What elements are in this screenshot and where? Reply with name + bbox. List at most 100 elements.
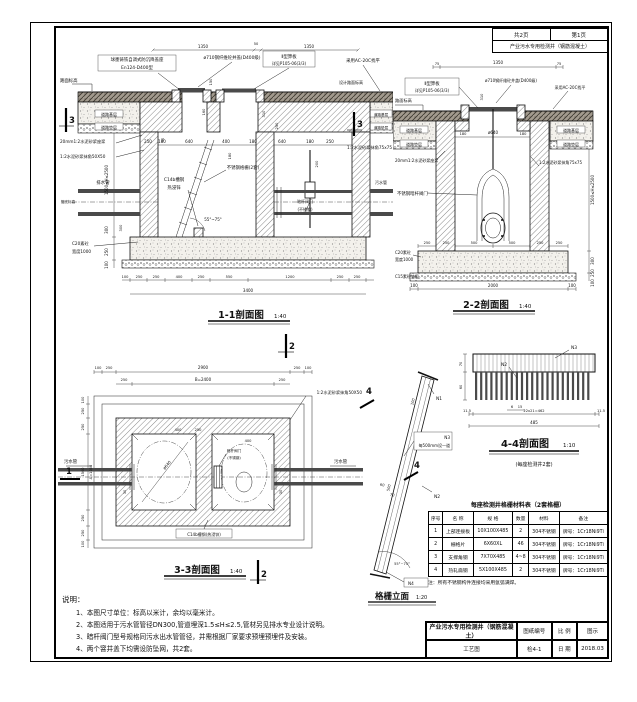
section-marker-4-upper: 4 xyxy=(359,387,375,409)
dim: 250 xyxy=(424,241,432,245)
dim: 310 xyxy=(480,93,484,101)
dim: 15 xyxy=(518,405,523,409)
dim: 1350 xyxy=(493,60,504,65)
section-marker-3-right: 3 xyxy=(347,112,363,136)
dim: 11.5 xyxy=(597,409,605,413)
dim: 100 xyxy=(590,279,595,287)
sheet-border-outer xyxy=(30,22,612,662)
dim: 400 xyxy=(222,139,230,144)
label-road-level: 路面标高 xyxy=(60,77,78,84)
title-block-drawing-no-label: 图纸编号 xyxy=(517,622,552,640)
table-header-row: 序号 名 称 规 格 数量 材料 备注 xyxy=(427,511,609,525)
dim: 50 xyxy=(254,42,259,46)
label-channel-steel: C14b槽钢 xyxy=(164,176,185,183)
cell: 304不锈钢 xyxy=(528,524,560,538)
well-walls xyxy=(435,120,550,252)
dim: 550 xyxy=(226,275,234,279)
dim: 75 xyxy=(557,62,562,66)
label-valve: 暗杆阀门 xyxy=(297,198,313,204)
label-road-cushion: 道路垫层 xyxy=(101,124,117,130)
grille-elevation-title: 格栅立面 xyxy=(375,591,410,602)
label-sewage-pipe-right: 污水管 xyxy=(334,458,348,465)
dim: 250 xyxy=(136,275,144,279)
title-block-drawing-no: 检4-1 xyxy=(517,640,552,658)
stainless-grille xyxy=(175,139,215,238)
dim: 250 xyxy=(443,241,451,245)
label-n1: N1 xyxy=(436,396,442,402)
dim: 70 xyxy=(390,493,396,498)
dim: 30 xyxy=(161,137,165,142)
marker-number: 3 xyxy=(357,120,363,130)
dim: 2000 xyxy=(488,283,499,288)
label-angle: 55°~75° xyxy=(394,562,410,566)
dim: 300 xyxy=(104,226,109,234)
label-manhole-cover: ø710钢纤维砼井盖(D400级) xyxy=(204,54,261,61)
dim: 485 xyxy=(530,420,538,425)
label-cover-seat-type: En124-D400型 xyxy=(121,64,153,71)
dim: 250 xyxy=(198,275,206,279)
grille-elevation-drawing: 4 4 N1 N2 N3 每500mm设一道 N4 55°~75° 100 50… xyxy=(359,371,453,606)
dim: 310 xyxy=(262,110,266,118)
dim: 400 xyxy=(245,439,253,443)
dim: 180 xyxy=(158,139,166,144)
dim: 2900 xyxy=(198,365,209,370)
section-3-3-scale: 1:40 xyxy=(230,569,243,575)
cell: 4 xyxy=(427,563,444,577)
dim: 70 xyxy=(459,361,463,366)
label-mortar-corner-50: 1:2水泥砂浆抹角50X50 xyxy=(60,153,106,160)
base-slab xyxy=(121,236,375,269)
dim: 100 xyxy=(81,540,85,548)
marker-number: 1 xyxy=(66,467,72,477)
section-2-2-drawing: 75 1350 75 Ⅱ型箅板 详见P105-06(3/3) ø710钢纤维砼井… xyxy=(393,60,595,315)
title-block-date: 2018.03 xyxy=(577,640,608,658)
sheet-header: 共2页 第1页 产业污水专用检测井（钢筋混凝土） xyxy=(492,28,608,53)
label-drain-pipe: 排水管 xyxy=(96,179,110,186)
valve-assembly xyxy=(476,109,510,244)
cell: 6X60XL xyxy=(472,537,514,551)
table-row: 2 栅格片 6X60XL 46 304不锈钢 牌号：1Cr18Ni9Ti xyxy=(427,537,609,551)
dim: 1500≤H≤2500 xyxy=(590,175,595,206)
materials-table: 序号 名 称 规 格 数量 材料 备注 1 上部连接板 10X100X485 2… xyxy=(427,511,609,577)
dim: 100 xyxy=(305,366,313,370)
col-header: 序号 xyxy=(427,511,444,525)
label-mortar-corner-75: 1:2水泥砂浆抹角75x75 xyxy=(539,159,582,165)
title-block-date-label: 日 期 xyxy=(551,640,578,658)
angle-arc xyxy=(377,551,411,569)
label-n3: N3 xyxy=(444,435,450,440)
dim: 250 xyxy=(590,269,595,277)
dim: 250 xyxy=(275,122,279,130)
table-row: 1 上部连接板 10X100X485 2 304不锈钢 牌号：1Cr18Ni9T… xyxy=(427,524,609,538)
title-block-scale-label: 比 例 xyxy=(551,622,578,640)
cell: 3 xyxy=(427,550,444,564)
dim: 250 xyxy=(279,378,287,382)
label-grate-ref: 详见P105-06(3/3) xyxy=(272,60,307,66)
label-n2: N2 xyxy=(501,362,507,368)
cell: 4~8 xyxy=(512,550,530,564)
label-n4: N4 xyxy=(408,581,414,586)
dim: 250 xyxy=(106,366,114,370)
cell: 支撑角钢 xyxy=(442,550,474,564)
section-3-3-title: 3-3剖面图 xyxy=(174,564,220,576)
section-1-1-title: 1-1剖面图 xyxy=(218,309,264,321)
dim: 200 xyxy=(315,160,319,168)
dim: 1350 xyxy=(304,44,315,49)
leader-lines xyxy=(395,77,569,278)
well-walls xyxy=(139,101,371,238)
leader-lines xyxy=(72,50,381,247)
dim: 100 xyxy=(122,275,130,279)
figure-title: 1-1剖面图 1:40 xyxy=(208,309,290,325)
label-sewage-pipe-left: 污水管 xyxy=(64,458,78,465)
pipes xyxy=(58,464,363,490)
title-block-project: 产业污水专用检测井（钢筋混凝土） xyxy=(426,622,517,640)
dim: 250 xyxy=(104,248,109,256)
cell: 2 xyxy=(427,537,444,551)
dim: 640 xyxy=(278,139,286,144)
cell: 上部连接板 xyxy=(442,524,474,538)
dim: 250 xyxy=(144,139,152,144)
section-1-1-drawing: 3 3 1350 50 1350 球墨铸铁自调式防沉降盖座 En124-D400… xyxy=(59,42,393,325)
label-grille: 不锈钢格栅(2套) xyxy=(227,164,260,171)
base-slab xyxy=(409,250,577,282)
cell: 牌号：1Cr18Ni9Ti xyxy=(558,550,609,564)
cell: 10X100X485 xyxy=(472,524,514,538)
